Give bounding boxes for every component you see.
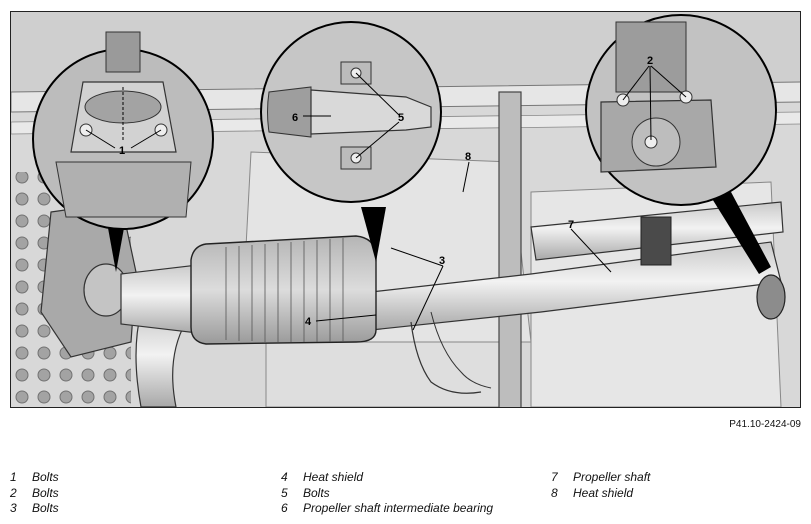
callout-3: 3 [439,255,445,267]
callout-4: 4 [305,316,312,328]
figure-code: P41.10-2424-09 [729,419,801,430]
underbody-illustration: 1 2 3 4 5 6 7 8 [10,11,801,408]
detail-circle-rear-flange [32,31,214,272]
callout-1: 1 [119,145,125,157]
callout-5: 5 [398,112,404,124]
callout-2: 2 [647,55,653,67]
callout-8: 8 [465,151,471,163]
callout-7: 7 [568,219,574,231]
intermediate-bearing [640,216,672,266]
detail-circle-intermediate-bearing [260,21,442,262]
underbody-drawing: 1 2 3 4 5 6 7 8 [11,12,800,407]
callout-6: 6 [292,112,298,124]
detail-circle-front-flange [585,14,777,274]
cross-member [498,91,522,407]
muffler [190,235,377,345]
